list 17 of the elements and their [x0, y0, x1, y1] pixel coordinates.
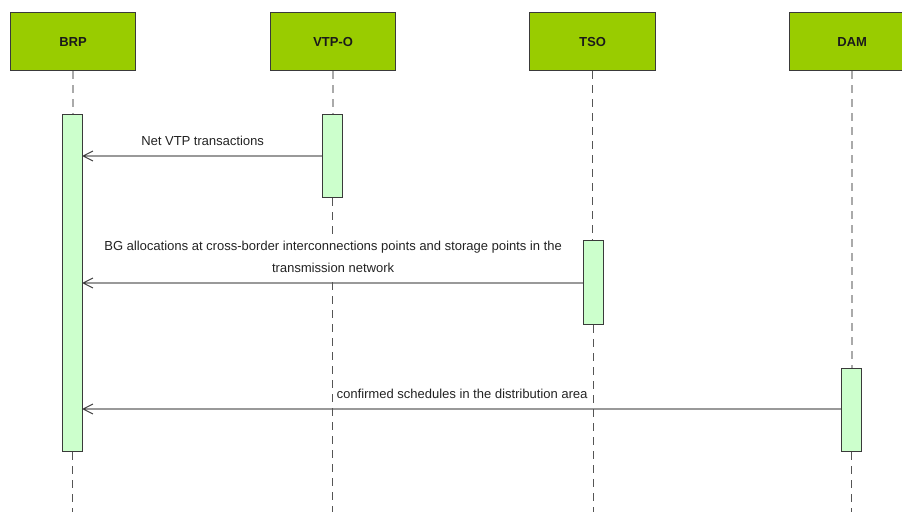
participant-box: VTP-O	[270, 12, 396, 71]
activation-bar	[62, 114, 83, 452]
lifeline	[332, 70, 334, 114]
activation-bar	[583, 240, 604, 325]
lifeline	[593, 324, 594, 512]
activation-bar	[322, 114, 343, 198]
participant-box: DAM	[789, 12, 902, 71]
message-arrow	[82, 278, 584, 288]
lifeline	[851, 452, 852, 512]
activation-bar	[841, 368, 862, 452]
participant-box: TSO	[529, 12, 656, 71]
participant-box: BRP	[10, 12, 136, 71]
lifeline	[592, 70, 593, 240]
lifeline	[72, 452, 73, 512]
lifeline	[72, 70, 74, 114]
message-arrow	[82, 150, 322, 162]
message-arrow	[82, 404, 842, 414]
